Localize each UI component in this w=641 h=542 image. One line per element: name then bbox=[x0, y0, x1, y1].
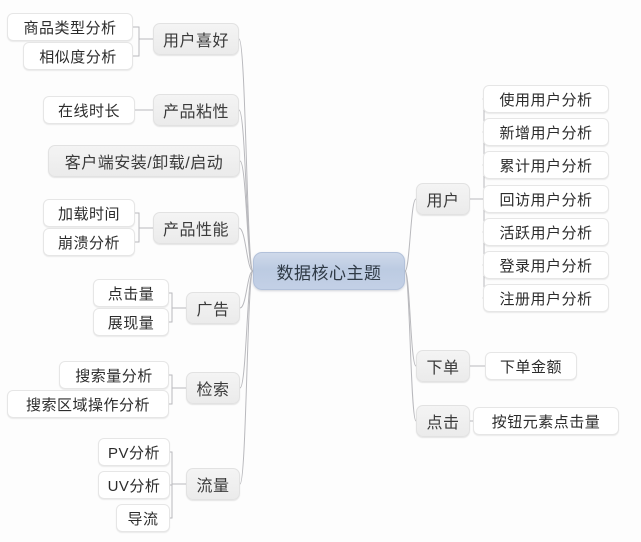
leaf-node-7-2[interactable]: 累计用户分析 bbox=[483, 151, 609, 179]
leaf-node-5-1[interactable]: 搜索区域操作分析 bbox=[7, 390, 169, 418]
root-node[interactable]: 数据核心主题 bbox=[253, 252, 405, 290]
branch-node-1[interactable]: 产品粘性 bbox=[153, 94, 239, 126]
leaf-node-7-4[interactable]: 活跃用户分析 bbox=[483, 218, 609, 246]
branch-node-8[interactable]: 下单 bbox=[416, 350, 470, 382]
leaf-node-6-1[interactable]: UV分析 bbox=[98, 471, 170, 499]
leaf-node-6-2[interactable]: 导流 bbox=[116, 504, 170, 532]
leaf-node-7-3[interactable]: 回访用户分析 bbox=[483, 185, 609, 213]
leaf-node-3-1[interactable]: 崩溃分析 bbox=[43, 228, 135, 256]
leaf-node-7-5[interactable]: 登录用户分析 bbox=[483, 251, 609, 279]
branch-node-6[interactable]: 流量 bbox=[186, 468, 240, 500]
branch-node-7[interactable]: 用户 bbox=[416, 183, 470, 215]
branch-node-0[interactable]: 用户喜好 bbox=[153, 23, 239, 55]
leaf-node-6-0[interactable]: PV分析 bbox=[98, 438, 170, 466]
branch-node-4[interactable]: 广告 bbox=[186, 292, 240, 324]
leaf-node-7-1[interactable]: 新增用户分析 bbox=[483, 118, 609, 146]
leaf-node-0-1[interactable]: 相似度分析 bbox=[23, 42, 133, 70]
branch-node-2[interactable]: 客户端安装/卸载/启动 bbox=[48, 145, 240, 177]
leaf-node-5-0[interactable]: 搜索量分析 bbox=[59, 361, 169, 389]
branch-node-5[interactable]: 检索 bbox=[186, 372, 240, 404]
leaf-node-0-0[interactable]: 商品类型分析 bbox=[7, 13, 133, 41]
leaf-node-7-0[interactable]: 使用用户分析 bbox=[483, 85, 609, 113]
leaf-node-7-6[interactable]: 注册用户分析 bbox=[483, 284, 609, 312]
branch-node-3[interactable]: 产品性能 bbox=[153, 212, 239, 244]
branch-node-9[interactable]: 点击 bbox=[416, 405, 470, 437]
leaf-node-4-1[interactable]: 展现量 bbox=[93, 308, 169, 336]
leaf-node-4-0[interactable]: 点击量 bbox=[93, 279, 169, 307]
leaf-node-1-0[interactable]: 在线时长 bbox=[43, 96, 135, 124]
leaf-node-9-0[interactable]: 按钮元素点击量 bbox=[473, 407, 619, 435]
leaf-node-3-0[interactable]: 加载时间 bbox=[43, 199, 135, 227]
leaf-node-8-0[interactable]: 下单金额 bbox=[485, 352, 577, 380]
